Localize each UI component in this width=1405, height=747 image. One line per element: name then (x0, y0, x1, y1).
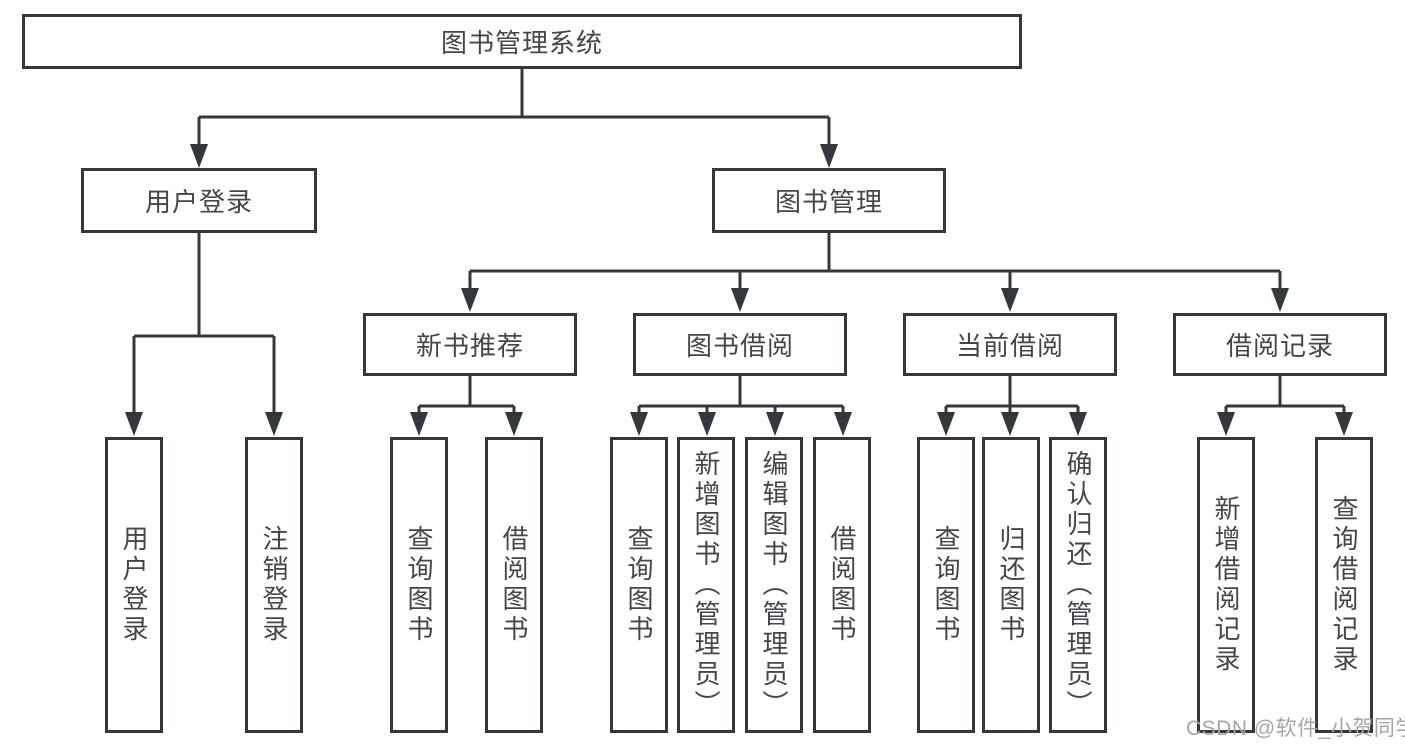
node-borrow-records: 借阅记录 (1173, 313, 1387, 376)
arrowhead (820, 144, 838, 168)
connector-bookmgmt-to-level3 (468, 233, 1282, 290)
arrowhead (1335, 412, 1353, 436)
node-leaf-user-login: 用户登录 (105, 437, 163, 733)
node-label: 编辑图书（管理员） (759, 450, 789, 720)
node-leaf-query-books-borrow: 查询图书 (610, 437, 668, 733)
arrowhead (937, 412, 955, 436)
arrowhead (731, 288, 749, 312)
node-label: 借阅记录 (1225, 331, 1334, 361)
node-book-borrow: 图书借阅 (633, 313, 847, 376)
node-label: 用户登录 (119, 525, 149, 645)
node-label: 归还图书 (996, 525, 1026, 645)
node-leaf-borrow-books-recommend: 借阅图书 (485, 437, 543, 733)
arrowhead (410, 412, 428, 436)
node-label: 注销登录 (259, 525, 289, 645)
csdn-watermark: CSDN @软件_小贺同学 (1186, 717, 1405, 740)
node-label: 查询图书 (931, 525, 961, 645)
node-label: 借阅图书 (499, 525, 529, 645)
node-new-book-recommend: 新书推荐 (363, 313, 577, 376)
node-label: 查询图书 (624, 525, 654, 645)
arrowhead (1271, 288, 1289, 312)
node-current-borrow: 当前借阅 (903, 313, 1117, 376)
node-label: 当前借阅 (955, 331, 1064, 361)
node-label: 新增借阅记录 (1211, 495, 1241, 675)
node-label: 确认归还（管理员） (1063, 450, 1093, 720)
node-label: 图书管理系统 (440, 28, 603, 58)
arrowhead (1001, 288, 1019, 312)
node-leaf-confirm-return-admin: 确认归还（管理员） (1049, 437, 1107, 733)
node-leaf-edit-books-admin: 编辑图书（管理员） (745, 437, 803, 733)
node-label: 查询借阅记录 (1329, 495, 1359, 675)
node-label: 查询图书 (404, 525, 434, 645)
node-label: 用户登录 (144, 187, 253, 217)
node-label: 借阅图书 (827, 525, 857, 645)
node-label: 新增图书（管理员） (691, 450, 721, 720)
connector-newbookrec-to-leaves (417, 376, 516, 414)
connector-root-to-level2 (197, 69, 831, 146)
arrowhead (265, 412, 283, 436)
node-user-login: 用户登录 (81, 168, 317, 233)
arrowhead (505, 412, 523, 436)
connector-userlogin-to-leaves (132, 233, 276, 414)
arrowhead (125, 412, 143, 436)
node-leaf-add-borrow-record: 新增借阅记录 (1197, 437, 1255, 733)
arrowhead (190, 144, 208, 168)
node-leaf-add-books-admin: 新增图书（管理员） (677, 437, 735, 733)
connector-currentborrow-to-leaves (944, 376, 1080, 414)
node-leaf-query-borrow-record: 查询借阅记录 (1315, 437, 1373, 733)
node-leaf-return-books: 归还图书 (982, 437, 1040, 733)
node-leaf-query-books-current: 查询图书 (917, 437, 975, 733)
node-library-management-system: 图书管理系统 (22, 14, 1022, 69)
arrowhead (630, 412, 648, 436)
node-label: 图书借阅 (685, 331, 794, 361)
connector-bookborrow-to-leaves (637, 376, 845, 414)
node-leaf-logout: 注销登录 (245, 437, 303, 733)
node-leaf-query-books-recommend: 查询图书 (390, 437, 448, 733)
arrowhead (461, 288, 479, 312)
arrowhead (1217, 412, 1235, 436)
arrowhead (1001, 412, 1019, 436)
arrowhead (698, 412, 716, 436)
node-leaf-borrow-books: 借阅图书 (813, 437, 871, 733)
node-label: 图书管理 (774, 187, 883, 217)
arrowhead (834, 412, 852, 436)
node-book-management: 图书管理 (712, 168, 946, 233)
arrowhead (766, 412, 784, 436)
connector-borrowrecords-to-leaves (1224, 376, 1346, 414)
arrowhead (1069, 412, 1087, 436)
node-label: 新书推荐 (415, 331, 524, 361)
